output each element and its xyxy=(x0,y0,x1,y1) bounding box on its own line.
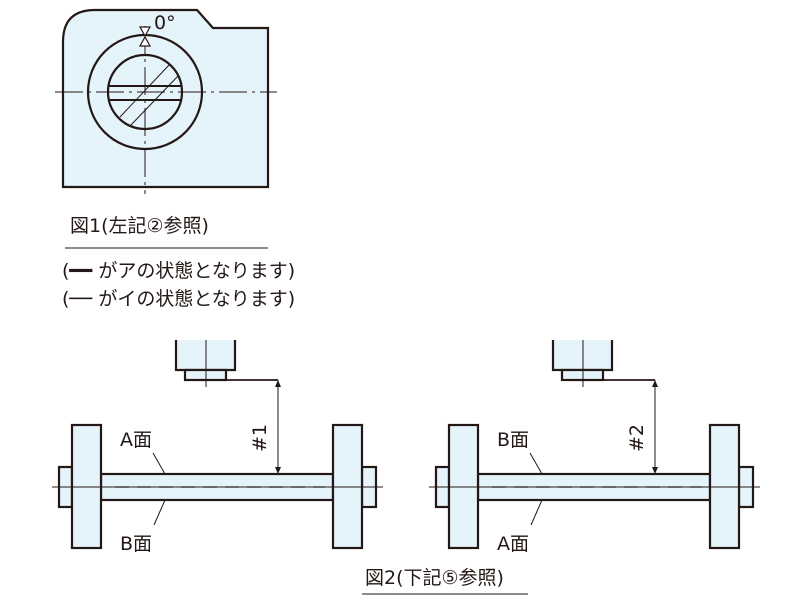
figure-2-right-drawing: #2 B面 A面 xyxy=(429,340,760,555)
figure-2-left-drawing: #1 A面 B面 xyxy=(52,340,383,555)
note-line-2: (── がイの状態となります) xyxy=(62,288,295,310)
note-line-1: (━━ がアの状態となります) xyxy=(62,260,295,282)
dimension-label-1: #1 xyxy=(249,424,271,452)
face-label-top: B面 xyxy=(497,429,529,451)
dimension-label-2: #2 xyxy=(626,424,648,452)
face-label-bottom: A面 xyxy=(497,533,529,555)
figure-2-caption: 図2(下記⑤参照) xyxy=(365,567,504,589)
figure-1-drawing: 0° xyxy=(55,8,277,194)
figure-1-caption: 図1(左記②参照) xyxy=(70,215,209,237)
zero-marker-icon xyxy=(138,26,152,47)
face-label-bottom: B面 xyxy=(120,533,152,555)
angle-label: 0° xyxy=(154,12,176,34)
face-label-top: A面 xyxy=(120,429,152,451)
